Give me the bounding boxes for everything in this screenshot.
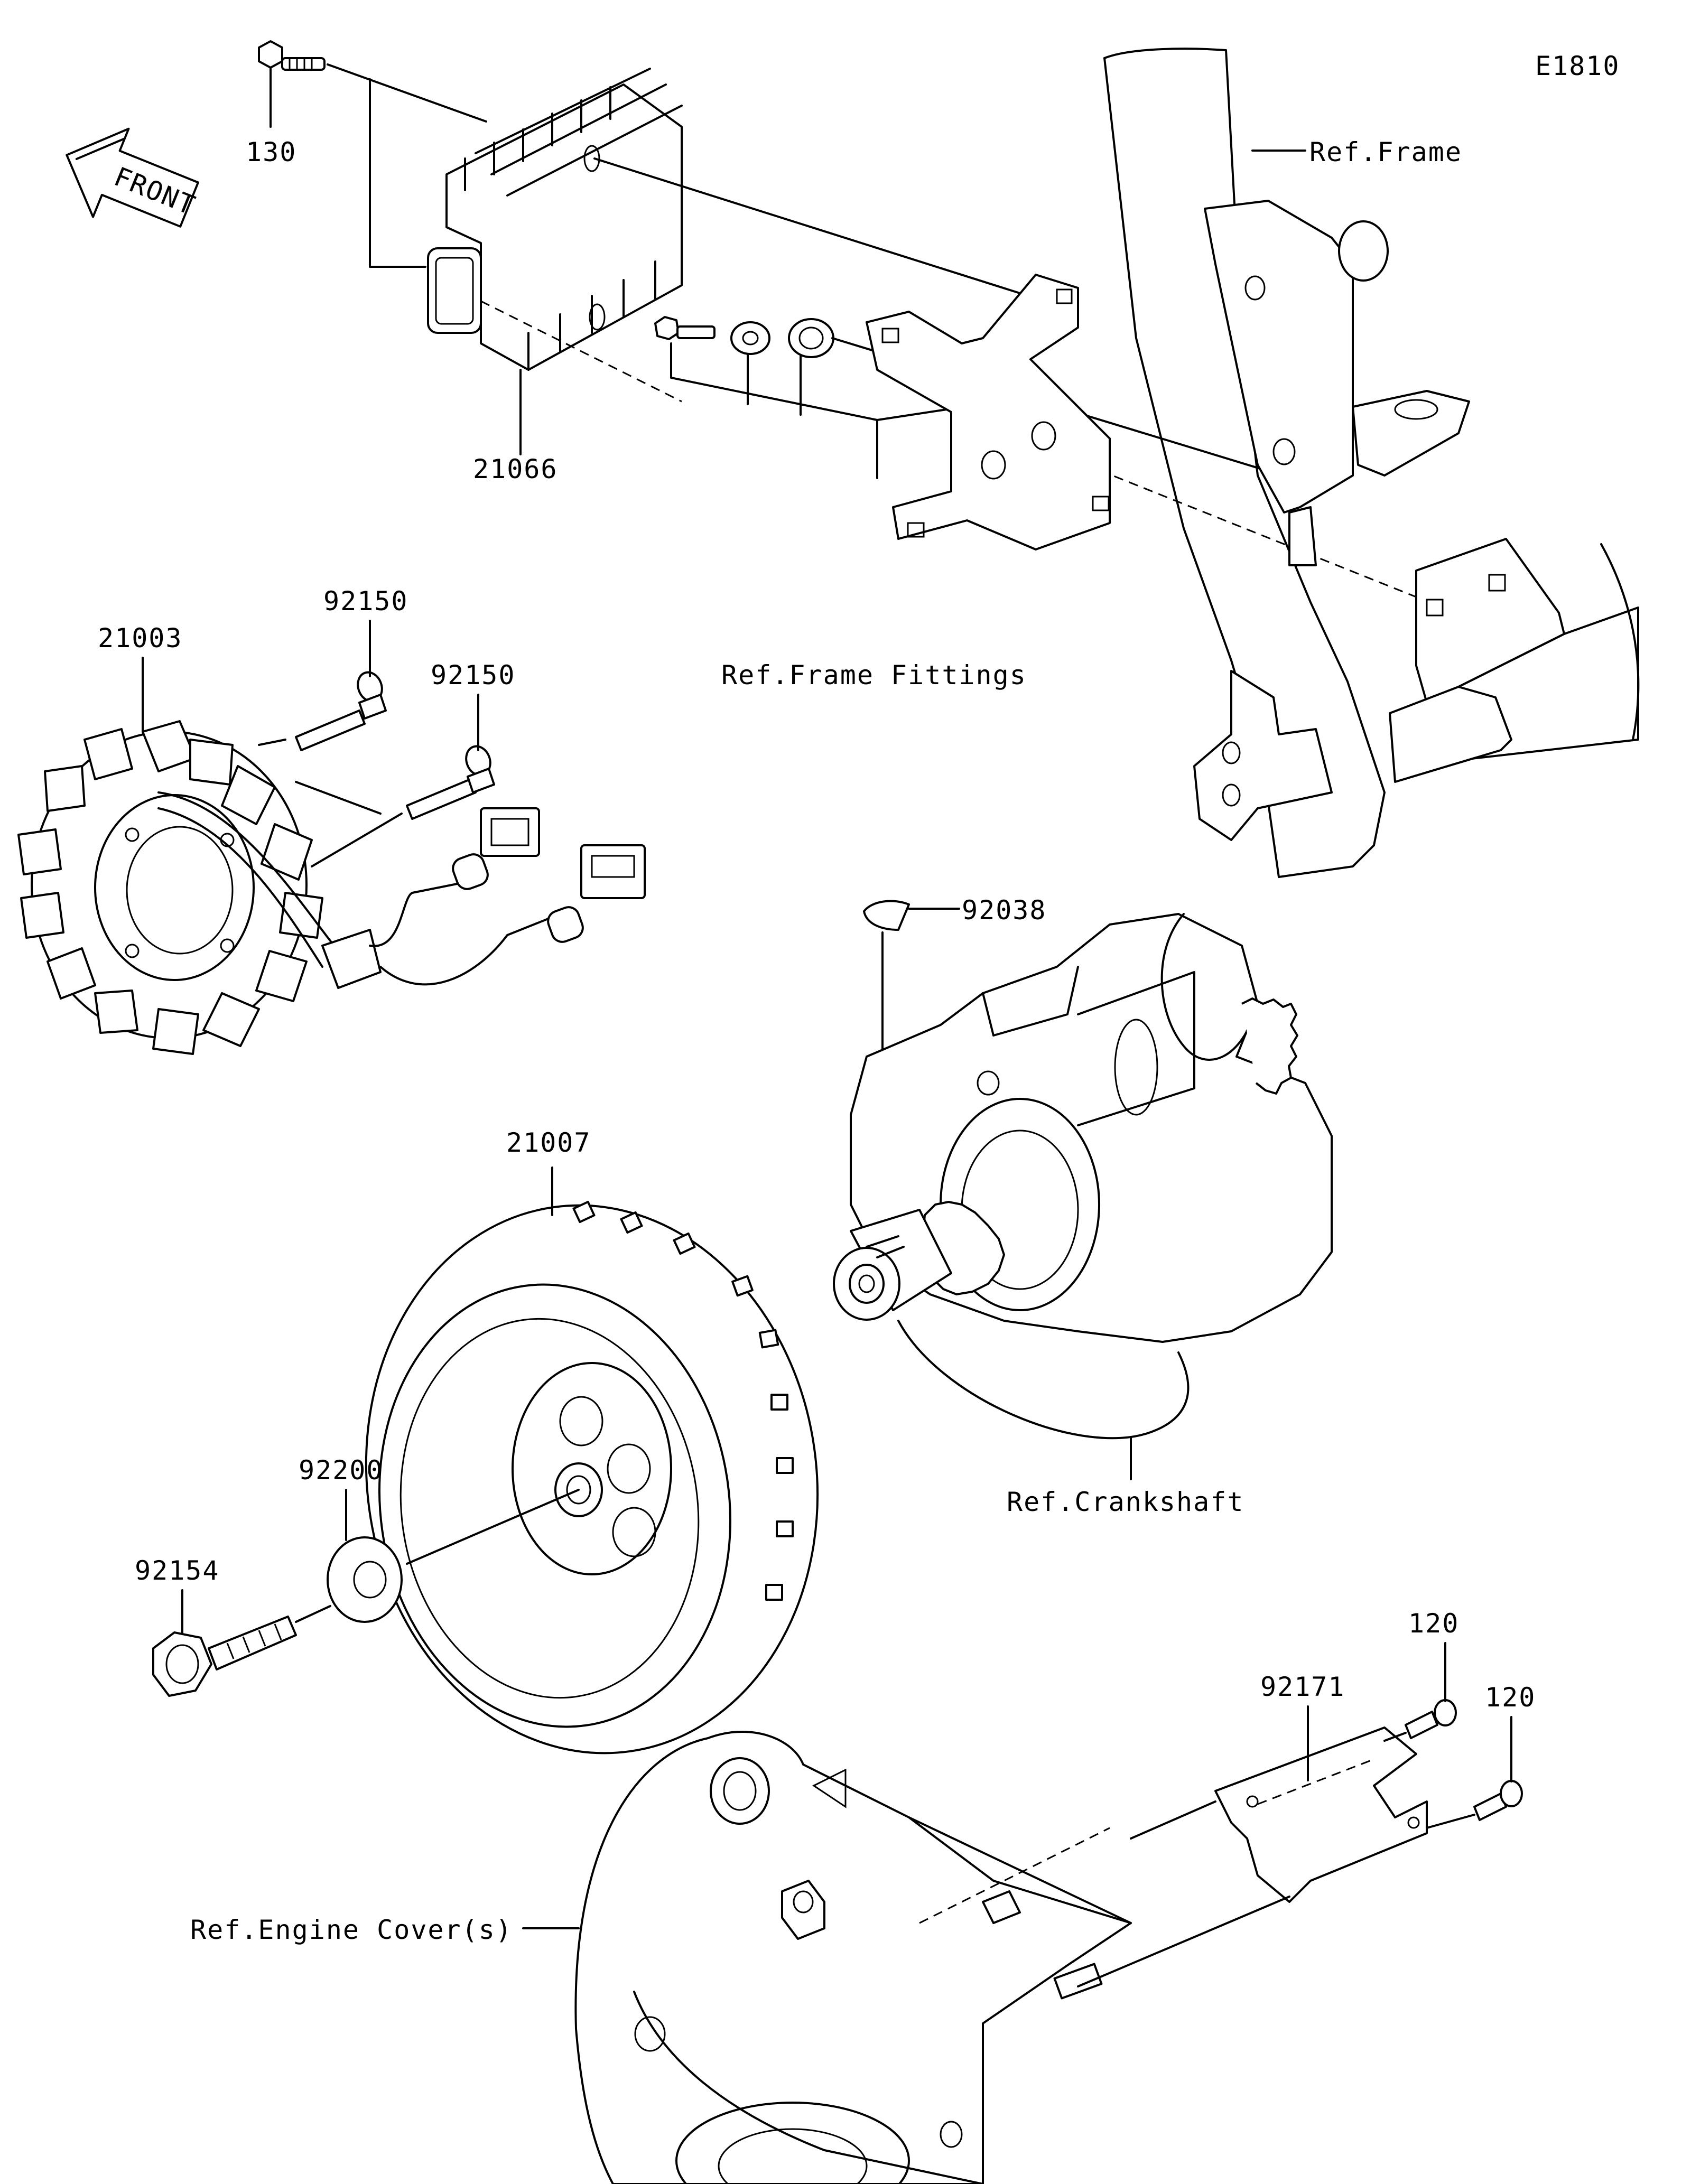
leader-screws-to-stator bbox=[258, 739, 403, 867]
fitting-collar-drawing bbox=[730, 321, 770, 355]
washer-92200-drawing bbox=[327, 1536, 403, 1623]
part-label-21007: 21007 bbox=[506, 1127, 591, 1158]
ref-label-engine-covers: Ref.Engine Cover(s) bbox=[190, 1915, 513, 1945]
part-label-130: 130 bbox=[246, 137, 296, 167]
part-label-92150-b: 92150 bbox=[431, 660, 516, 690]
ref-label-crankshaft: Ref.Crankshaft bbox=[1007, 1487, 1244, 1517]
screw-92150-a-drawing bbox=[295, 671, 387, 751]
leader-regulator-to-bracket bbox=[593, 157, 1021, 294]
part-label-21066: 21066 bbox=[473, 454, 558, 484]
screw-120-b-drawing bbox=[1473, 1780, 1523, 1821]
leader-92154 bbox=[181, 1589, 331, 1634]
leader-130-to-regulator bbox=[327, 63, 487, 268]
stator-drawing bbox=[17, 720, 646, 1055]
leader-flywheel-center bbox=[406, 1489, 580, 1565]
screw-120-a-drawing bbox=[1405, 1699, 1457, 1739]
part-label-92154: 92154 bbox=[135, 1555, 220, 1586]
frame-drawing bbox=[1103, 48, 1640, 878]
part-label-92038: 92038 bbox=[962, 895, 1047, 926]
bolt-92154-drawing bbox=[152, 1616, 297, 1697]
crankshaft-drawing bbox=[833, 913, 1333, 1440]
leader-120-b bbox=[1426, 1716, 1512, 1829]
part-label-21003: 21003 bbox=[98, 623, 183, 654]
part-label-120-b: 120 bbox=[1485, 1682, 1536, 1713]
woodruff-key-drawing bbox=[863, 900, 910, 931]
part-label-92171: 92171 bbox=[1260, 1672, 1345, 1702]
leader-frame-fittings bbox=[670, 342, 1000, 479]
part-label-92150-a: 92150 bbox=[323, 586, 408, 617]
part-label-92200: 92200 bbox=[299, 1455, 384, 1486]
fitting-bolt-drawing bbox=[654, 316, 716, 340]
part-label-120-a: 120 bbox=[1408, 1608, 1459, 1639]
ref-label-frame-fittings: Ref.Frame Fittings bbox=[721, 660, 1027, 690]
front-arrow-icon: FRONT bbox=[66, 127, 200, 228]
leader-plate-to-cover bbox=[1077, 1800, 1290, 1987]
engine-cover-drawing bbox=[574, 1731, 1132, 2184]
flywheel-rotor-drawing bbox=[365, 1200, 819, 1754]
ref-label-frame: Ref.Frame bbox=[1309, 137, 1462, 167]
bolt-130-drawing bbox=[258, 40, 326, 71]
diagram-code: E1810 bbox=[1535, 51, 1620, 81]
plate-92171-drawing bbox=[1214, 1726, 1428, 1903]
screw-92150-b-drawing bbox=[406, 745, 495, 820]
fitting-grommet-drawing bbox=[788, 318, 834, 358]
regulator-rectifier-drawing bbox=[427, 68, 683, 403]
leader-120-a bbox=[1383, 1642, 1446, 1742]
regulator-bracket-drawing bbox=[866, 274, 1111, 550]
